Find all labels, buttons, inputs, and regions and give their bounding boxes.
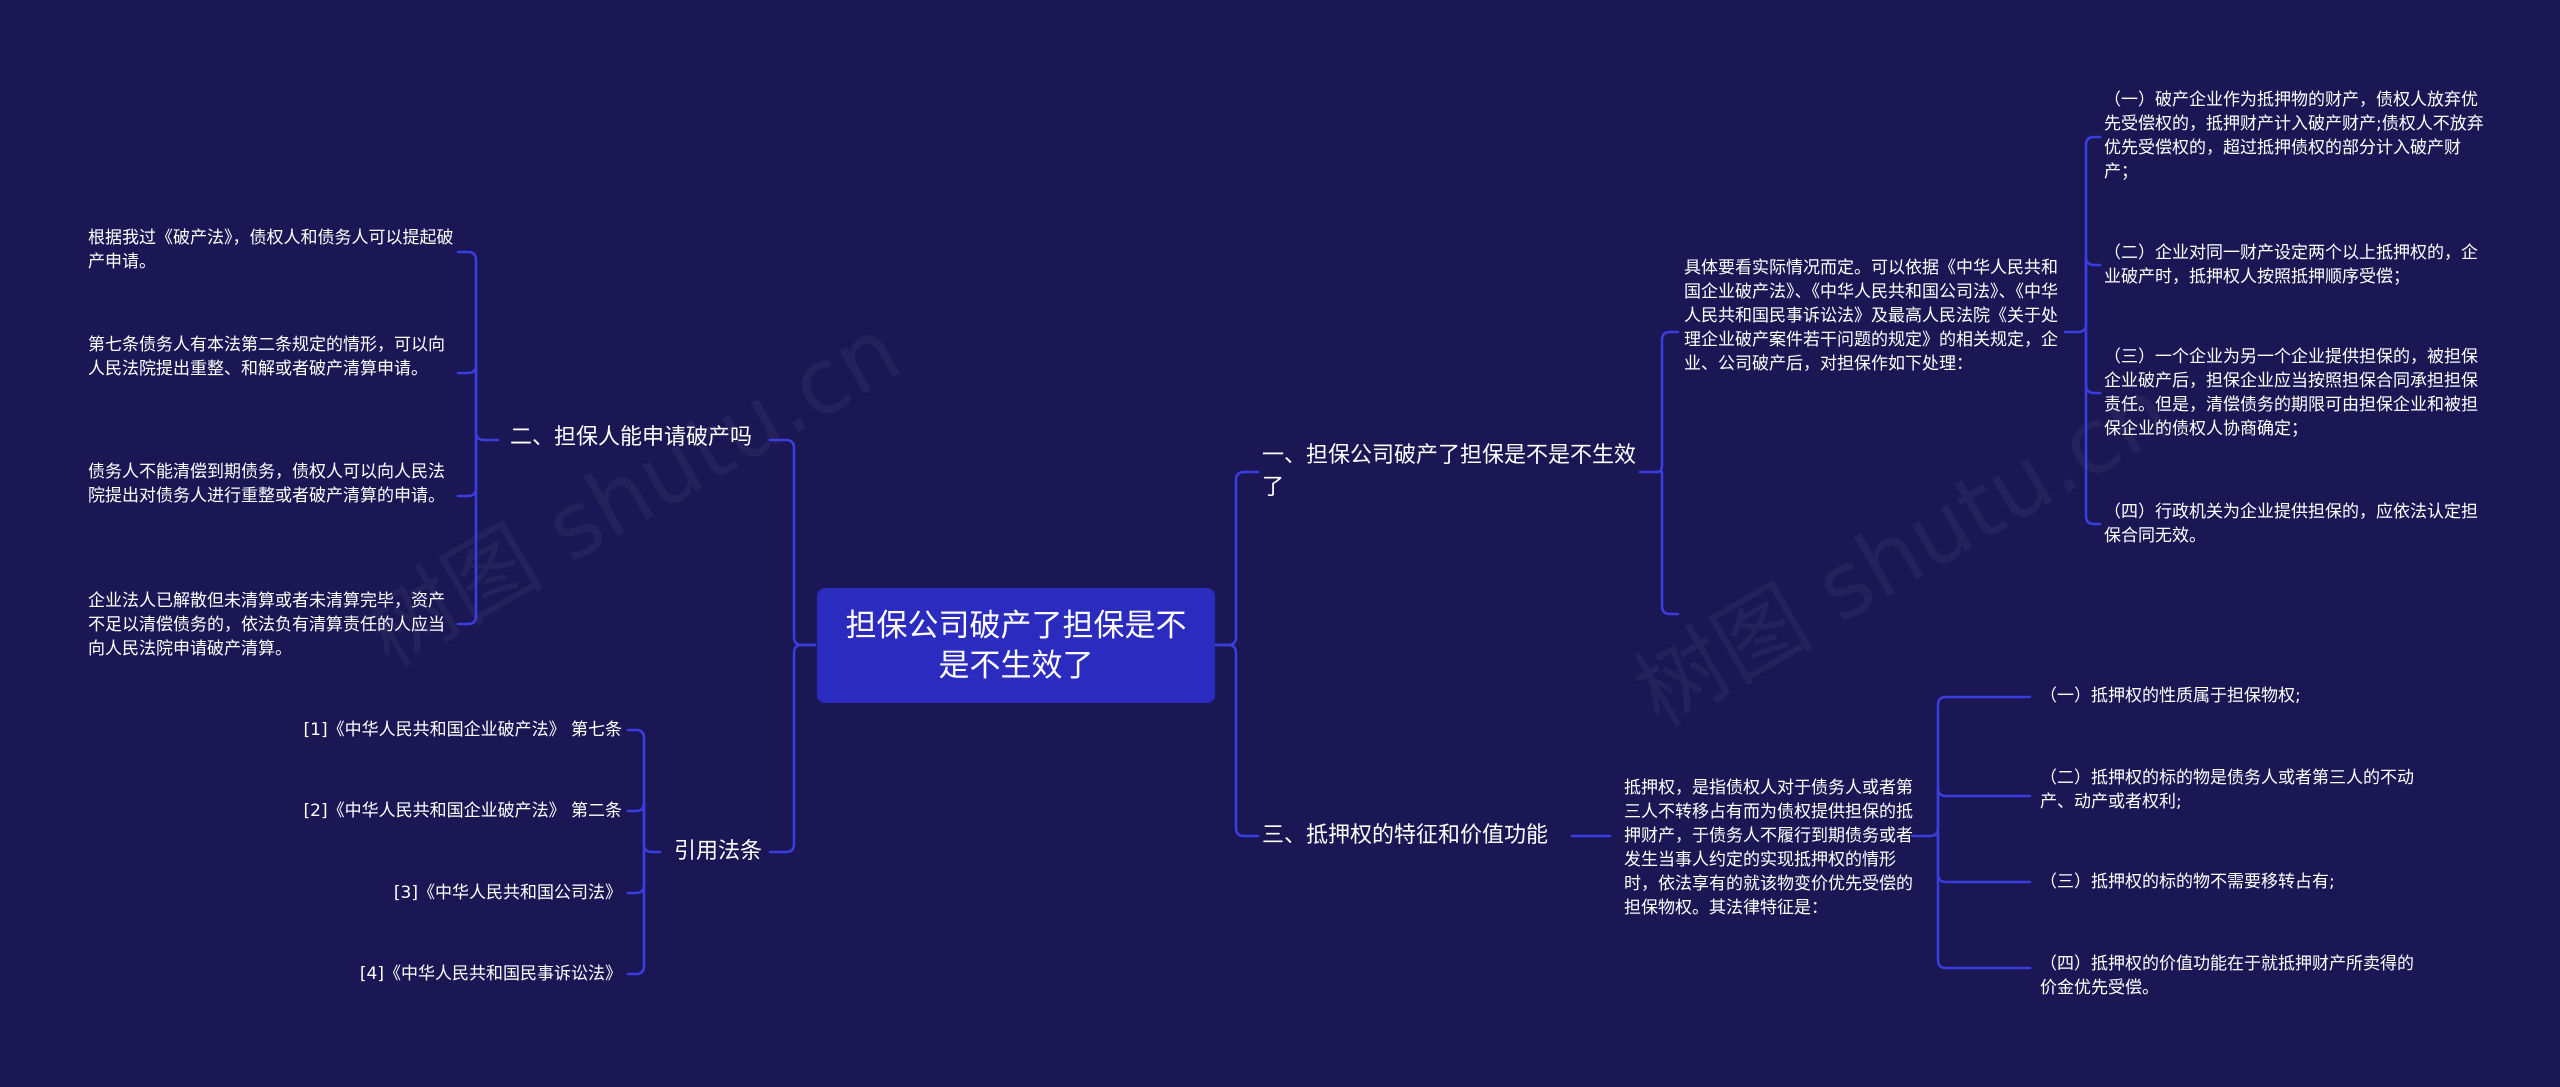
branch1-summary[interactable]: 具体要看实际情况而定。可以依据《中华人民共和国企业破产法》、《中华人民共和国公司…	[1684, 258, 2058, 374]
branch-node-guarantee-validity[interactable]: 一、担保公司破产了担保是不是不生效了	[1262, 443, 1637, 500]
connector	[1660, 470, 1680, 616]
connector	[1936, 786, 2032, 838]
root-label: 担保公司破产了担保是不是不生效了	[845, 607, 1187, 684]
branch1-item-1[interactable]: （一）破产企业作为抵押物的财产，债权人放弃优先受偿权的，抵押财产计入破产财产;债…	[2104, 90, 2484, 182]
connector	[456, 438, 478, 626]
branch1-item-3[interactable]: （三）一个企业为另一个企业提供担保的，被担保企业破产后，担保企业应当按照担保合同…	[2104, 347, 2478, 439]
citation-item-1[interactable]: [1]《中华人民共和国企业破产法》 第七条	[303, 720, 622, 740]
branch1-item-2[interactable]: （二）企业对同一财产设定两个以上抵押权的，企业破产时，抵押权人按照抵押顺序受偿；	[2104, 243, 2478, 287]
connector	[626, 801, 646, 854]
connector	[1213, 470, 1260, 647]
branch3-item-4[interactable]: （四）抵押权的价值功能在于就抵押财产所卖得的价金优先受偿。	[2040, 954, 2414, 998]
connector	[1213, 643, 1260, 838]
connector	[2084, 330, 2102, 526]
branch2-item-1[interactable]: 根据我过《破产法》，债权人和债务人可以提起破产申请。	[88, 228, 454, 272]
connector	[456, 438, 478, 498]
connector	[1910, 695, 2032, 838]
branch2-item-3[interactable]: 债务人不能清偿到期债务，债权人可以向人民法院提出对债务人进行重整或者破产清算的申…	[88, 462, 445, 506]
branch3-item-2[interactable]: （二）抵押权的标的物是债务人或者第三人的不动产、动产或者权利;	[2040, 768, 2414, 812]
connector	[2084, 330, 2102, 395]
connector	[1936, 834, 2032, 970]
root-node[interactable]: 担保公司破产了担保是不是不生效了	[817, 588, 1215, 703]
branch-node-citations[interactable]: 引用法条	[674, 839, 763, 864]
branch3-item-1[interactable]: （一）抵押权的性质属于担保物权;	[2040, 686, 2301, 706]
connector	[768, 438, 817, 647]
connector	[626, 850, 646, 895]
branch1-item-4[interactable]: （四）行政机关为企业提供担保的，应依法认定担保合同无效。	[2104, 502, 2478, 546]
connector	[626, 728, 662, 854]
connector	[1638, 330, 1680, 474]
citation-item-3[interactable]: [3]《中华人民共和国公司法》	[393, 883, 622, 903]
connector	[456, 250, 500, 442]
branch3-item-3[interactable]: （三）抵押权的标的物不需要移转占有;	[2040, 872, 2335, 892]
branch3-summary[interactable]: 抵押权，是指债权人对于债务人或者第三人不转移占有而为债权提供担保的抵押财产，于债…	[1624, 778, 1913, 918]
branch-node-guarantor-bankruptcy[interactable]: 二、担保人能申请破产吗	[510, 425, 753, 450]
branch-node-mortgage-features[interactable]: 三、抵押权的特征和价值功能	[1262, 823, 1549, 848]
connector	[2084, 255, 2102, 334]
connector	[626, 850, 646, 976]
branch2-item-2[interactable]: 第七条债务人有本法第二条规定的情形，可以向人民法院提出重整、和解或者破产清算申请…	[88, 335, 445, 379]
citation-item-4[interactable]: [4]《中华人民共和国民事诉讼法》	[359, 964, 622, 984]
connector	[456, 363, 478, 442]
connector	[1936, 834, 2032, 884]
connector	[768, 643, 817, 854]
citation-item-2[interactable]: [2]《中华人民共和国企业破产法》 第二条	[303, 801, 622, 821]
branch2-item-4[interactable]: 企业法人已解散但未清算或者未清算完毕，资产不足以清偿债务的，依法负有清算责任的人…	[88, 591, 445, 659]
connector	[2063, 135, 2102, 334]
